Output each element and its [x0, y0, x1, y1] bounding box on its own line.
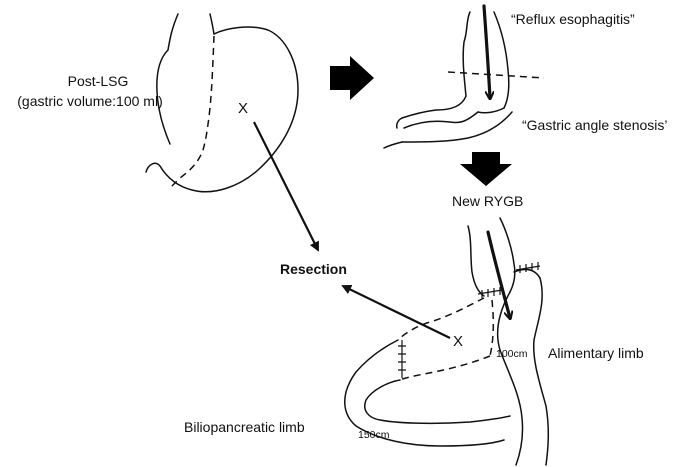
remnant-stomach-lower [399, 355, 491, 381]
post-lsg-stomach: X [145, 13, 299, 193]
gastric-volume-label: (gastric volume:100 ml) [17, 93, 163, 109]
stenosis-lower-contour [401, 111, 513, 143]
duodenum-end-upper [396, 117, 403, 129]
resection-x-mark-2: X [453, 333, 463, 350]
alimentary-limb-label: Alimentary limb [548, 345, 644, 361]
remnant-stomach-upper [397, 297, 485, 341]
angle-narrowing [477, 107, 505, 114]
esophagus-left-wall [156, 13, 179, 145]
duodenum-end-lower [383, 141, 403, 149]
pouch-left-wall [467, 225, 485, 297]
alimentary-limb-inner-wall [496, 291, 524, 466]
rygb-anatomy: X [344, 217, 550, 466]
jejunum-limb-top [513, 268, 541, 279]
alimentary-limb-outer-wall [532, 277, 550, 466]
staple-line-pouch [477, 287, 503, 298]
staple-line-anastomosis [515, 262, 541, 273]
angle-reference-line [447, 71, 545, 79]
food-flow-arrow [486, 230, 510, 318]
biliopancreatic-length-label: 150cm [358, 429, 390, 441]
reflux-flow-arrow [482, 4, 490, 98]
stenosis-upper-contour [403, 111, 479, 129]
reflux-stenosis-stomach [383, 4, 545, 149]
upper-stomach-left-wall [401, 11, 471, 119]
post-lsg-label: Post-LSG [68, 73, 129, 89]
remnant-stomach-side [489, 299, 495, 357]
pouch-right-wall [499, 217, 516, 293]
staple-line-bp-limb [398, 340, 406, 378]
transition-arrow-right [330, 56, 374, 100]
transition-arrow-down [460, 152, 512, 186]
reflux-esophagitis-label: “Reflux esophagitis” [511, 11, 635, 27]
resection-arrow-from-lsg [253, 121, 319, 252]
sleeve-resection-line [169, 35, 215, 189]
upper-stomach-right-wall [493, 11, 510, 109]
gastric-angle-stenosis-label: “Gastric angle stenosis’ [522, 117, 668, 133]
greater-curvature [145, 26, 299, 193]
new-rygb-label: New RYGB [452, 193, 523, 209]
biliopancreatic-limb-inner [364, 379, 511, 425]
resection-arrow-from-rygb [341, 284, 451, 339]
alimentary-length-label: 100cm [496, 348, 528, 360]
resection-label: Resection [280, 261, 347, 277]
biliopancreatic-limb-label: Biliopancreatic limb [184, 419, 305, 435]
resection-x-mark-1: X [238, 100, 248, 117]
biliopancreatic-limb-outer [344, 339, 505, 447]
esophagus-right-wall [209, 13, 215, 35]
